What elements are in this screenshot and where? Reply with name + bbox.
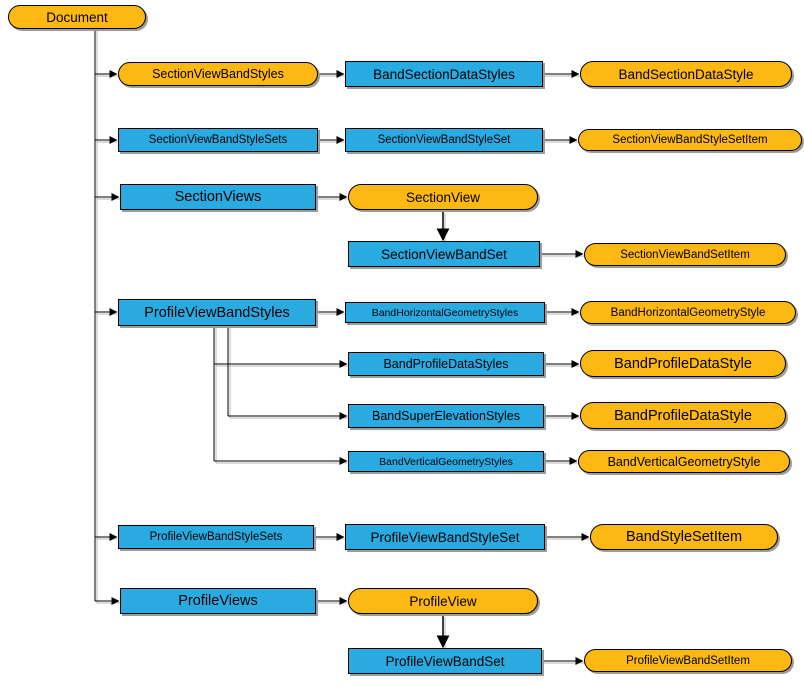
node-band-super-elevation-styles[interactable]: BandSuperElevationStyles xyxy=(348,404,544,428)
node-band-horizontal-geometry-style[interactable]: BandHorizontalGeometryStyle xyxy=(580,301,796,324)
node-profile-view-band-set[interactable]: ProfileViewBandSet xyxy=(348,648,542,674)
node-band-profile-data-style-2[interactable]: BandProfileDataStyle xyxy=(580,402,786,429)
node-section-view-band-set-item[interactable]: SectionViewBandSetItem xyxy=(584,243,786,266)
node-band-vertical-geometry-style[interactable]: BandVerticalGeometryStyle xyxy=(578,450,790,473)
node-band-section-data-style[interactable]: BandSectionDataStyle xyxy=(580,61,792,87)
node-band-profile-data-styles[interactable]: BandProfileDataStyles xyxy=(348,352,544,376)
node-band-section-data-styles[interactable]: BandSectionDataStyles xyxy=(345,61,543,87)
node-section-view-band-styles[interactable]: SectionViewBandStyles xyxy=(118,62,318,86)
node-band-style-set-item[interactable]: BandStyleSetItem xyxy=(590,524,778,550)
node-band-vertical-geometry-styles[interactable]: BandVerticalGeometryStyles xyxy=(348,451,544,472)
node-profile-view[interactable]: ProfileView xyxy=(348,588,538,614)
node-profile-views[interactable]: ProfileViews xyxy=(120,588,316,614)
node-section-view-band-style-set-item[interactable]: SectionViewBandStyleSetItem xyxy=(578,129,802,151)
node-band-profile-data-style[interactable]: BandProfileDataStyle xyxy=(580,350,786,377)
node-profile-view-band-set-item[interactable]: ProfileViewBandSetItem xyxy=(584,649,792,672)
node-section-view-band-style-sets[interactable]: SectionViewBandStyleSets xyxy=(118,128,318,152)
node-profile-view-band-style-set[interactable]: ProfileViewBandStyleSet xyxy=(345,524,545,550)
node-profile-view-band-styles[interactable]: ProfileViewBandStyles xyxy=(118,299,316,326)
node-section-views[interactable]: SectionViews xyxy=(120,184,316,210)
node-profile-view-band-style-sets[interactable]: ProfileViewBandStyleSets xyxy=(118,525,314,549)
node-document[interactable]: Document xyxy=(8,5,146,29)
node-section-view-band-style-set[interactable]: SectionViewBandStyleSet xyxy=(345,128,543,152)
node-section-view-band-set[interactable]: SectionViewBandSet xyxy=(348,241,540,267)
node-band-horizontal-geometry-styles[interactable]: BandHorizontalGeometryStyles xyxy=(345,302,545,323)
node-section-view[interactable]: SectionView xyxy=(348,184,538,210)
